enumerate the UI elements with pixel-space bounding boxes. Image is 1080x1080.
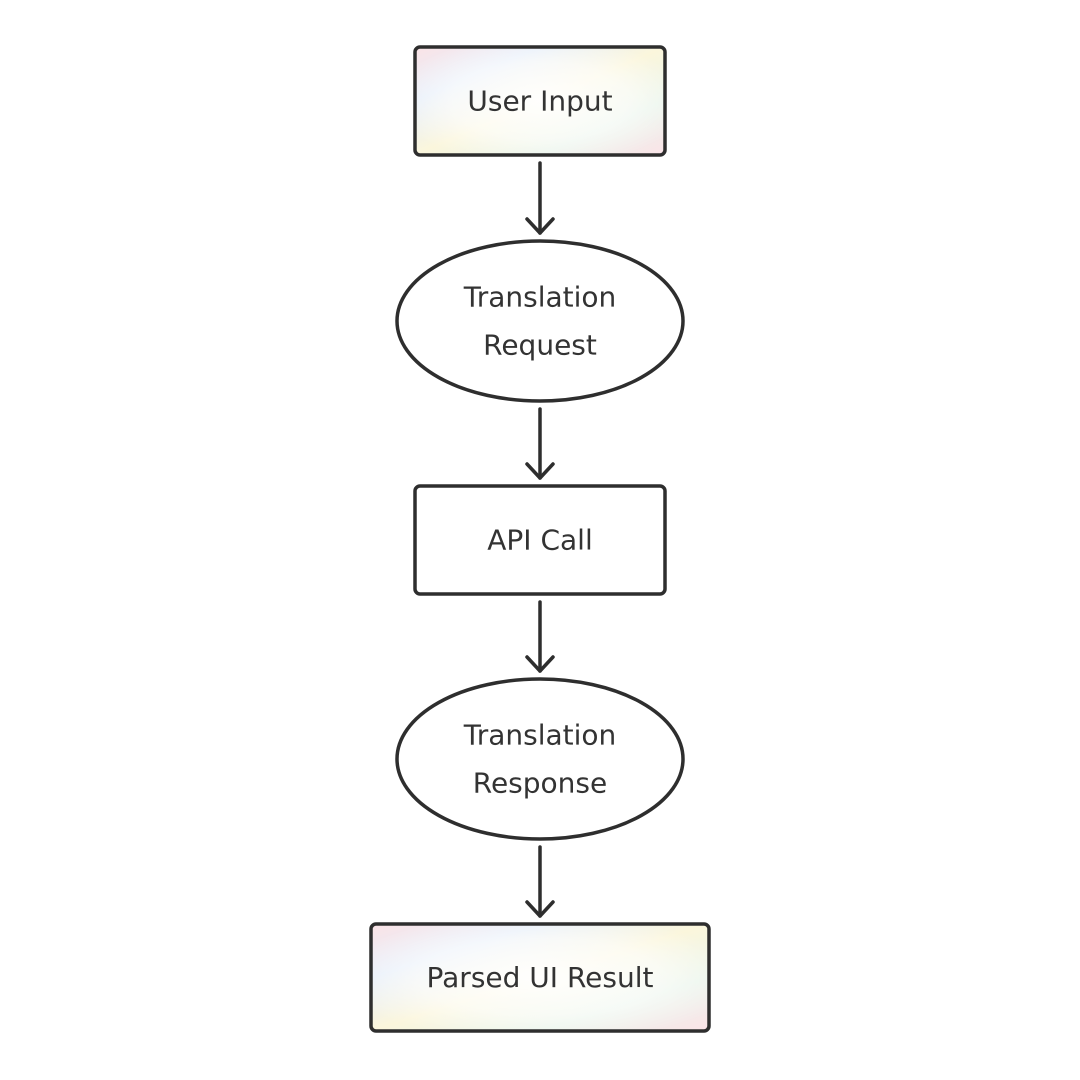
arrow-head-icon xyxy=(525,655,555,673)
edge-arrow-user-input-to-translation-request xyxy=(525,161,555,235)
node-shape-rectangle xyxy=(369,922,711,1033)
edges-layer xyxy=(525,161,555,918)
node-label-line: Parsed UI Result xyxy=(427,961,654,994)
node-label-line: Translation xyxy=(463,719,617,752)
node-label-line: User Input xyxy=(467,85,612,118)
node-gradient-highlight xyxy=(415,47,665,155)
node-shape-rectangle xyxy=(413,45,667,157)
node-label-line: Translation xyxy=(463,281,617,314)
arrow-head-icon xyxy=(525,462,555,480)
node-parsed-ui-result: Parsed UI Result xyxy=(369,922,711,1033)
node-shape-ellipse xyxy=(395,677,685,841)
arrow-head-icon xyxy=(525,900,555,918)
node-api-call: API Call xyxy=(413,484,667,596)
node-shape-rectangle xyxy=(413,484,667,596)
node-shape-ellipse xyxy=(395,239,685,403)
node-label-line: Response xyxy=(473,767,607,800)
node-label-line: Request xyxy=(483,329,597,362)
edge-arrow-api-call-to-translation-response xyxy=(525,600,555,673)
node-label-line: API Call xyxy=(487,524,592,557)
arrow-head-icon xyxy=(525,217,555,235)
edge-arrow-translation-response-to-parsed-ui-result xyxy=(525,845,555,918)
node-user-input: User Input xyxy=(413,45,667,157)
edge-arrow-translation-request-to-api-call xyxy=(525,407,555,480)
node-gradient-highlight xyxy=(371,924,709,1031)
